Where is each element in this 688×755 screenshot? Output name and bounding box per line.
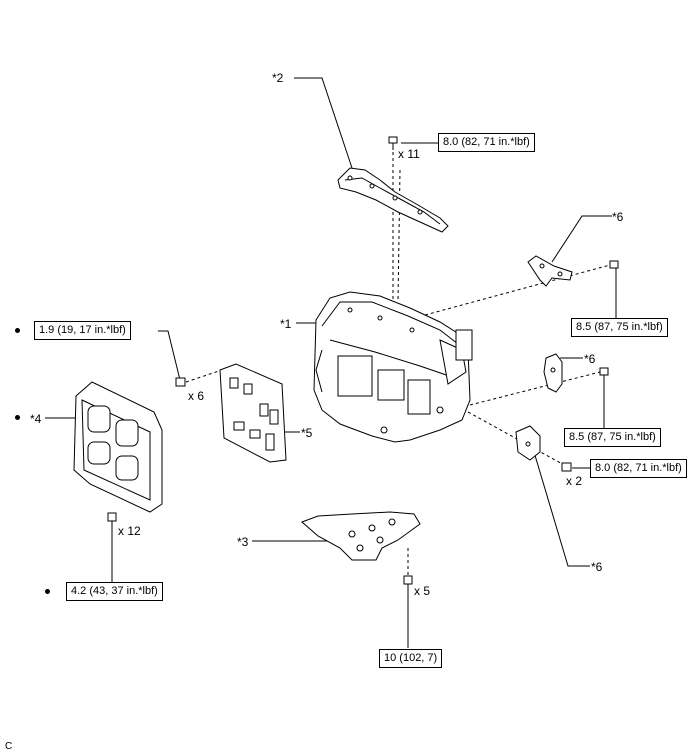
torque-right-upper: 8.5 (87, 75 in.*lbf) <box>571 318 668 337</box>
callout-2: *2 <box>272 71 284 85</box>
torque-bottom-left: 4.2 (43, 37 in.*lbf) <box>66 582 163 601</box>
quantity-top: x 11 <box>398 147 420 161</box>
leader-t-left <box>158 330 181 381</box>
part-main-frame <box>313 291 473 443</box>
leader-c6c <box>533 451 590 567</box>
leader-c2 <box>294 77 353 169</box>
quantity-right: x 2 <box>566 474 583 488</box>
bolt-bottom <box>403 575 413 592</box>
torque-left: 1.9 (19, 17 in.*lbf) <box>34 321 131 340</box>
callout-1: *1 <box>280 317 292 331</box>
quantity-bottom: x 5 <box>414 584 431 598</box>
bullet-marker-3 <box>45 589 50 594</box>
callout-6-upper: *6 <box>612 210 624 224</box>
quantity-left: x 6 <box>188 389 205 403</box>
leader-c6a <box>551 215 612 263</box>
callout-4: *4 <box>30 412 42 426</box>
part-cover <box>73 381 163 513</box>
torque-right-middle: 8.5 (87, 75 in.*lbf) <box>564 428 661 447</box>
dash-left <box>185 369 223 383</box>
bolt-right-upper <box>609 260 619 269</box>
torque-top: 8.0 (82, 71 in.*lbf) <box>438 133 535 152</box>
bolt-right-lower <box>561 462 572 472</box>
part-bottom-bracket <box>301 511 421 561</box>
dash-right-mid <box>469 371 601 406</box>
part-bracket-middle <box>543 353 563 393</box>
bolt-right-mid <box>599 367 609 376</box>
callout-3: *3 <box>237 535 249 549</box>
bolt-left <box>175 377 186 387</box>
bullet-marker-1 <box>15 328 20 333</box>
torque-right-lower: 8.0 (82, 71 in.*lbf) <box>590 459 687 478</box>
callout-6-middle: *6 <box>584 352 596 366</box>
bolt-top <box>388 136 398 150</box>
part-cover-gasket <box>337 167 449 233</box>
callout-6-lower: *6 <box>591 560 603 574</box>
dash-right-upper <box>424 264 611 316</box>
dash-cover <box>397 169 401 301</box>
callout-5: *5 <box>301 426 313 440</box>
part-bracket-upper <box>527 255 573 287</box>
quantity-bottom-left: x 12 <box>118 524 141 538</box>
bolt-bottom-left <box>107 512 117 526</box>
figure-code: C <box>5 741 13 752</box>
bullet-marker-2 <box>15 415 20 420</box>
torque-bottom: 10 (102, 7) <box>379 649 443 668</box>
part-circuit-board <box>219 363 287 463</box>
part-bracket-lower <box>515 425 541 461</box>
